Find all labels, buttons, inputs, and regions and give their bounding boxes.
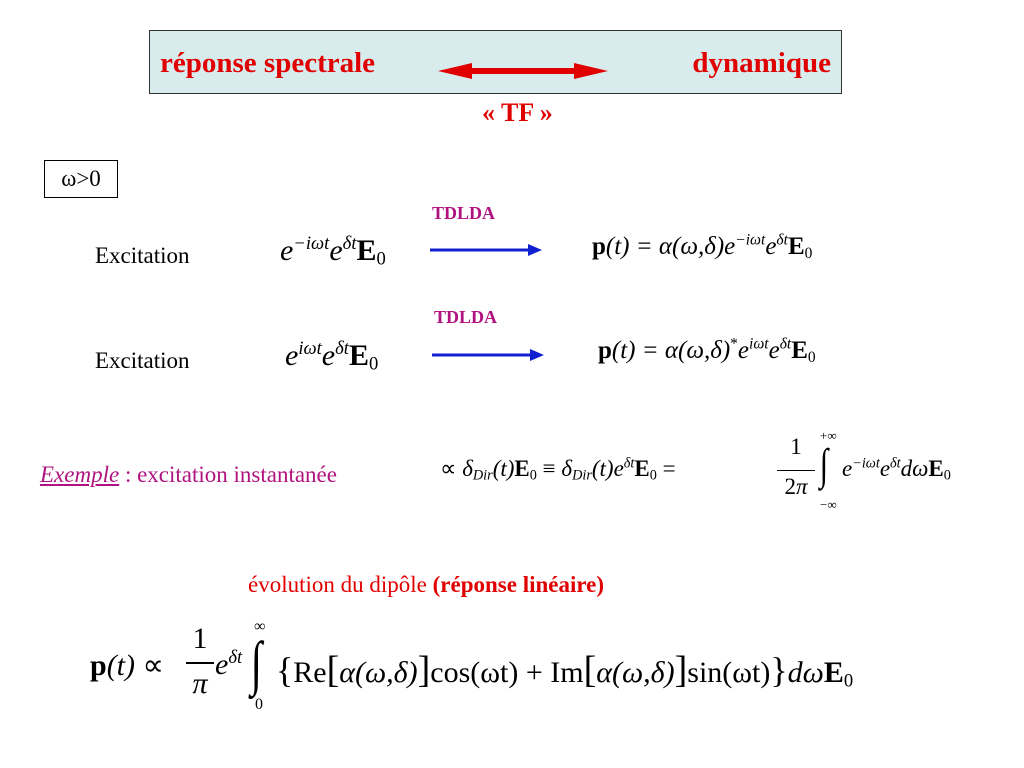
response-eq-1: p(t) = α(ω,δ)e−iωteδtE0 — [592, 231, 813, 262]
final-integral-sign: ∫ — [250, 630, 262, 696]
final-integral-lower: 0 — [255, 696, 263, 713]
title-box: réponse spectrale dynamique — [149, 30, 842, 94]
integral-upper: +∞ — [820, 428, 837, 443]
final-denominator: π — [192, 667, 208, 700]
integral-sign: ∫ — [819, 440, 829, 489]
arrow-right-icon — [432, 349, 544, 361]
final-integral-upper: ∞ — [254, 618, 266, 635]
omega-condition: ω>0 — [44, 160, 118, 198]
final-integrand: {Re[α(ω,δ)]cos(ωt) + Im[α(ω,δ)]sin(ωt)}d… — [276, 649, 854, 692]
fraction-bar — [777, 470, 815, 471]
excitation-eq-2: eiωteδtE0 — [285, 337, 379, 375]
delta-equation: ∝ δDir(t)E0 ≡ δDir(t)eδtE0 = — [440, 455, 676, 484]
arrow-right-icon — [430, 244, 542, 256]
tdlda-label-1: TDLDA — [432, 203, 496, 223]
tf-label: « TF » — [482, 98, 553, 127]
title-left: réponse spectrale — [160, 47, 376, 79]
response-eq-2: p(t) = α(ω,δ)*eiωteδtE0 — [598, 335, 816, 366]
title-right: dynamique — [692, 47, 831, 79]
integrand: e−iωteδtdωE0 — [842, 455, 951, 484]
final-fraction-bar — [186, 662, 214, 664]
excitation-eq-1: e−iωteδtE0 — [280, 232, 386, 270]
double-arrow-icon — [438, 63, 608, 79]
final-lhs: p(t) ∝ — [90, 649, 164, 682]
example-text: Exemple : excitation instantanée — [40, 462, 337, 487]
tdlda-label-2: TDLDA — [434, 307, 498, 327]
final-numerator: 1 — [192, 622, 208, 655]
integral-lower: −∞ — [820, 497, 837, 512]
excitation-label-1: Excitation — [95, 243, 190, 268]
excitation-label-2: Excitation — [95, 348, 190, 373]
fraction-numerator: 1 — [790, 434, 802, 459]
final-exp: eδt — [215, 646, 243, 681]
evolution-text: évolution du dipôle (réponse linéaire) — [248, 572, 605, 597]
fraction-denominator: 2π — [784, 474, 808, 499]
